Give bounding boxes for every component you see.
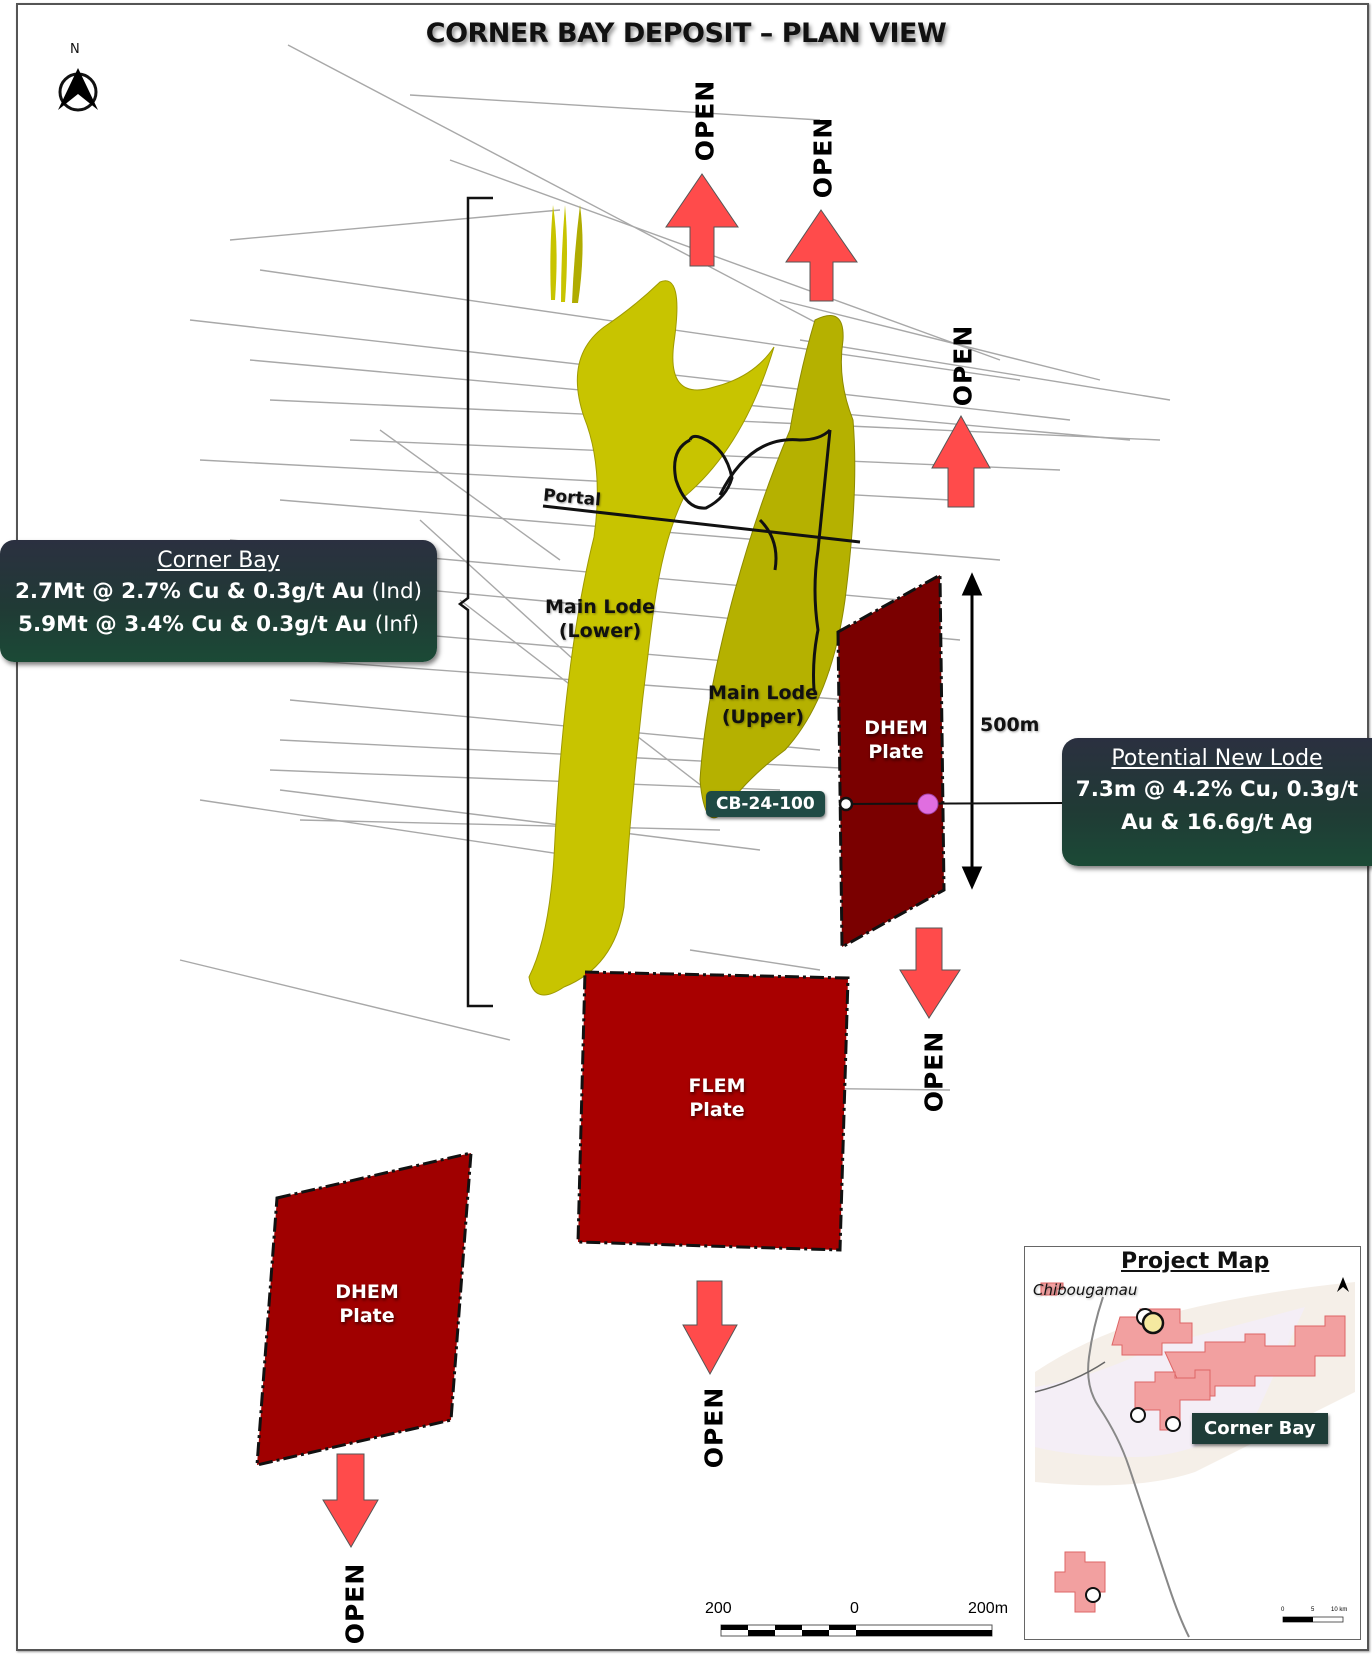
inset-scale-0: 0 [1281, 1607, 1285, 1613]
main-lode-upper-label: Main Lode(Upper) [707, 682, 819, 728]
intercept-marker [917, 793, 939, 815]
callout-heading: Potential New Lode [1111, 746, 1323, 771]
flem-plate [576, 970, 850, 1252]
city-label: Chibougamau [1033, 1281, 1138, 1299]
project-map-inset: Project Map Chibougamau Corner Bay 0 5 1… [1024, 1246, 1361, 1640]
underground-workings [542, 428, 861, 691]
indicated-class: (Ind) [371, 579, 423, 604]
inset-map-canvas [1034, 1277, 1355, 1638]
dhem-plate-2 [255, 1151, 473, 1467]
inset-heading: Project Map [1121, 1249, 1270, 1274]
scale-right-label: 200m [968, 1600, 1009, 1617]
open-label: OPEN [808, 116, 838, 199]
open-arrow-up-1 [665, 173, 739, 267]
main-lode-lower-label: Main Lode(Lower) [544, 596, 656, 642]
resource-bracket [457, 196, 493, 1008]
drillhole-cb-24-100-trace [845, 802, 1066, 805]
indicated-resource: 2.7Mt @ 2.7% Cu & 0.3g/t Au [14, 579, 365, 604]
main-lode-upper-solid [699, 315, 856, 819]
main-lode-lower-solid [528, 280, 775, 996]
scale-zero-label: 0 [850, 1600, 859, 1617]
intercept-line2: Au & 16.6g/t Ag [1121, 810, 1313, 835]
corner-bay-callout: Corner Bay 2.7Mt @ 2.7% Cu & 0.3g/t Au (… [0, 540, 437, 662]
dimension-label: 500m [980, 714, 1040, 736]
north-label: N [70, 42, 80, 57]
lode-fragment [572, 205, 583, 303]
open-arrow-down-2 [682, 1280, 738, 1376]
inset-scale-5: 5 [1311, 1607, 1315, 1613]
map-title: CORNER BAY DEPOSIT – PLAN VIEW [425, 18, 947, 49]
open-label: OPEN [919, 1030, 949, 1113]
new-lode-callout: Potential New Lode 7.3m @ 4.2% Cu, 0.3g/… [1062, 738, 1372, 866]
open-arrow-up-3 [931, 414, 991, 508]
lode-fragment [550, 205, 557, 300]
dhem-plate-1 [836, 572, 946, 950]
open-label: OPEN [699, 1386, 729, 1469]
collar-marker [838, 796, 854, 812]
open-arrow-down-1 [899, 927, 961, 1019]
inset-project-label: Corner Bay [1192, 1413, 1328, 1444]
open-arrow-up-2 [785, 209, 858, 302]
inset-scale-10: 10 km [1331, 1607, 1348, 1613]
open-label: OPEN [340, 1562, 370, 1645]
lode-fragment [561, 205, 567, 302]
intercept-line1: 7.3m @ 4.2% Cu, 0.3g/t [1075, 777, 1359, 802]
dimension-arrow [961, 572, 983, 890]
open-arrow-down-3 [322, 1453, 379, 1548]
inferred-class: (Inf) [374, 612, 419, 637]
callout-heading: Corner Bay [157, 548, 280, 573]
inferred-resource: 5.9Mt @ 3.4% Cu & 0.3g/t Au [18, 612, 368, 637]
open-label: OPEN [690, 79, 720, 162]
north-arrow-icon [58, 68, 98, 112]
scale-bar [720, 1624, 993, 1637]
open-label: OPEN [948, 324, 978, 407]
drillhole-tag: CB-24-100 [706, 791, 825, 817]
scale-left-label: 200 [705, 1600, 732, 1617]
